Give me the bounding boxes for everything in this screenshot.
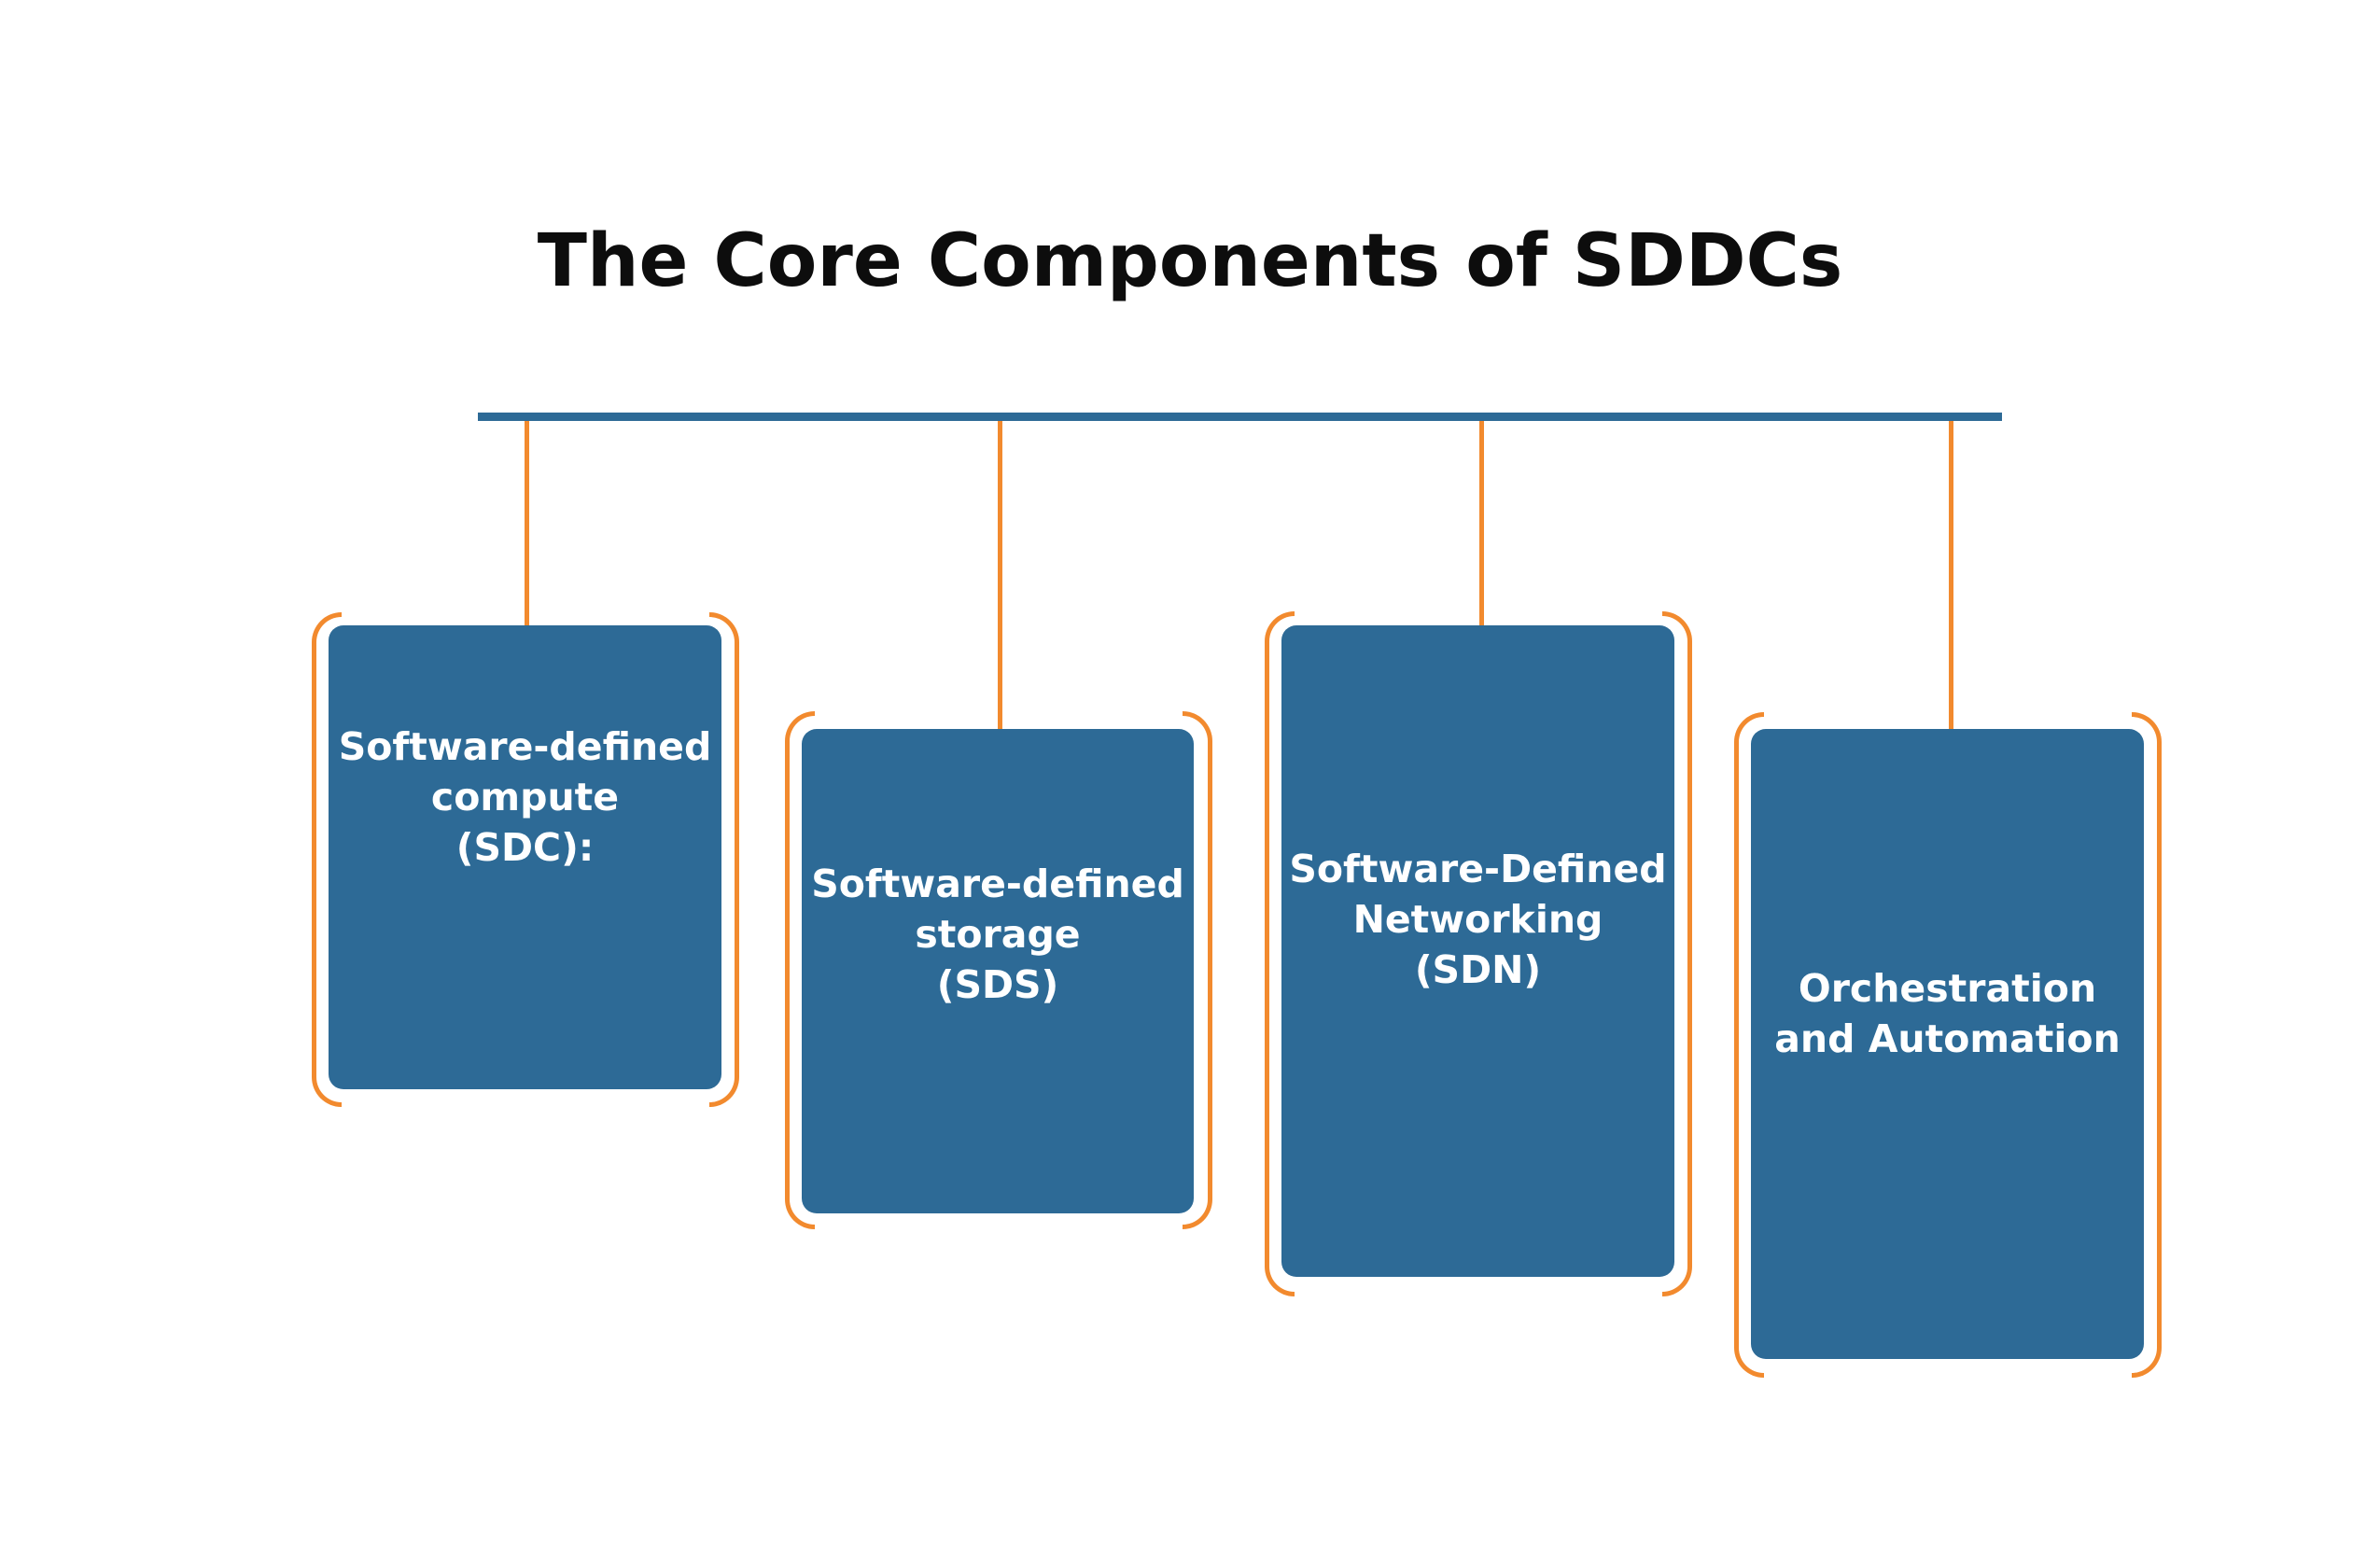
horizontal-bus-line <box>478 413 2002 421</box>
component-box-sds: Software-defined storage (SDS) <box>802 729 1194 1213</box>
component-label-sdn: Software-Defined Networking (SDN) <box>1289 847 1667 992</box>
diagram-title: The Core Components of SDDCs <box>0 215 2380 308</box>
connector-line-orchestration <box>1949 421 1953 731</box>
diagram-title-text: The Core Components of SDDCs <box>537 219 1843 303</box>
connector-line-sdc <box>525 421 529 628</box>
component-box-orchestration: Orchestration and Automation <box>1751 729 2144 1359</box>
component-label-orchestration: Orchestration and Automation <box>1774 965 2121 1061</box>
component-box-sdc: Software-defined compute (SDC): <box>329 625 721 1089</box>
connector-line-sdn <box>1479 421 1484 628</box>
component-label-sdc: Software-defined compute (SDC): <box>338 723 712 870</box>
component-label-sds: Software-defined storage (SDS) <box>811 861 1184 1007</box>
connector-line-sds <box>998 421 1002 729</box>
component-box-sdn: Software-Defined Networking (SDN) <box>1281 625 1674 1277</box>
